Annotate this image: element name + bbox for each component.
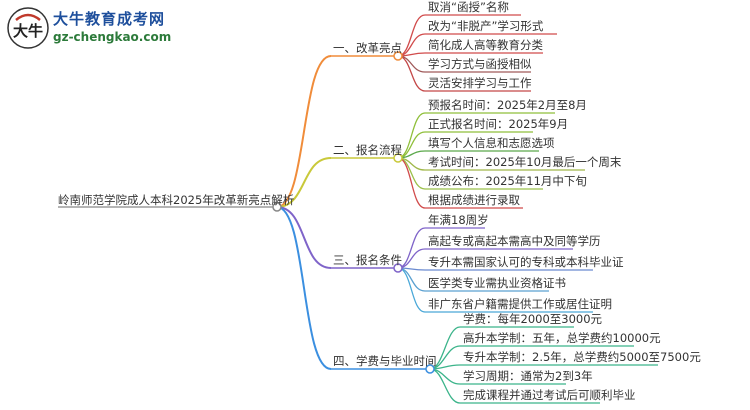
- branch-node: [425, 364, 435, 374]
- site-logo: 大牛 大牛教育成考网 gz-chengkao.com: [6, 6, 196, 52]
- branch-connector: [276, 55, 332, 208]
- logo-brand-name: 大牛教育成考网: [53, 10, 166, 28]
- leaf-label: 学习周期：通常为2到3年: [463, 369, 593, 383]
- leaf-label: 正式报名时间：2025年9月: [428, 117, 569, 131]
- leaf-label: 取消“函授”名称: [428, 0, 509, 14]
- leaf-connector: [397, 227, 426, 269]
- branch-connector: [276, 206, 332, 269]
- root-node: [272, 202, 282, 212]
- leaf-label: 医学类专业需执业资格证书: [428, 276, 566, 290]
- branch-connector: [276, 157, 332, 208]
- leaf-label: 年满18周岁: [428, 213, 489, 227]
- leaf-label: 成绩公布：2025年11月中下旬: [428, 174, 587, 188]
- svg-text:大牛: 大牛: [13, 22, 43, 40]
- branch-label: 三、报名条件: [333, 253, 402, 267]
- leaf-connector: [397, 248, 426, 269]
- leaf-label: 考试时间：2025年10月最后一个周末: [428, 155, 622, 169]
- leaf-label: 学费：每年2000至3000元: [463, 312, 603, 326]
- leaf-label: 学习方式与函授相似: [428, 57, 532, 71]
- branch-label: 二、报名流程: [333, 143, 402, 157]
- leaf-label: 改为“非脱产”学习形式: [428, 19, 544, 33]
- logo-domain: gz-chengkao.com: [53, 30, 172, 44]
- leaf-label: 完成课程并通过考试后可顺利毕业: [463, 388, 636, 402]
- leaf-connector: [397, 14, 426, 57]
- branch-connector: [276, 206, 332, 370]
- branch-node: [393, 153, 403, 163]
- leaf-label: 填写个人信息和志愿选项: [428, 136, 555, 150]
- logo-mark-icon: 大牛: [7, 7, 49, 49]
- leaf-label: 简化成人高等教育分类: [428, 38, 543, 52]
- leaf-label: 高升本学制：五年，总学费约10000元: [463, 331, 661, 345]
- leaf-connector: [429, 368, 461, 404]
- branch-node: [393, 263, 403, 273]
- leaf-connector: [397, 267, 426, 292]
- leaf-label: 根据成绩进行录取: [428, 193, 520, 207]
- branch-label: 四、学费与毕业时间: [333, 354, 437, 368]
- branch-label: 一、改革亮点: [333, 41, 402, 55]
- leaf-label: 高起专或高起本需高中及同等学历: [428, 234, 601, 248]
- branch-node: [393, 51, 403, 61]
- leaf-label: 预报名时间：2025年2月至8月: [428, 98, 587, 112]
- leaf-label: 专升本需国家认可的专科或本科毕业证: [428, 255, 624, 269]
- leaf-label: 灵活安排学习与工作: [428, 76, 532, 90]
- leaf-label: 非广东省户籍需提供工作或居住证明: [428, 297, 612, 311]
- leaf-connector: [429, 368, 461, 385]
- leaf-connector: [397, 157, 426, 209]
- root-topic: 岭南师范学院成人本科2025年改革新亮点解析: [58, 193, 295, 207]
- leaf-label: 专升本学制：2.5年，总学费约5000至7500元: [463, 350, 701, 364]
- leaf-connector: [397, 55, 426, 92]
